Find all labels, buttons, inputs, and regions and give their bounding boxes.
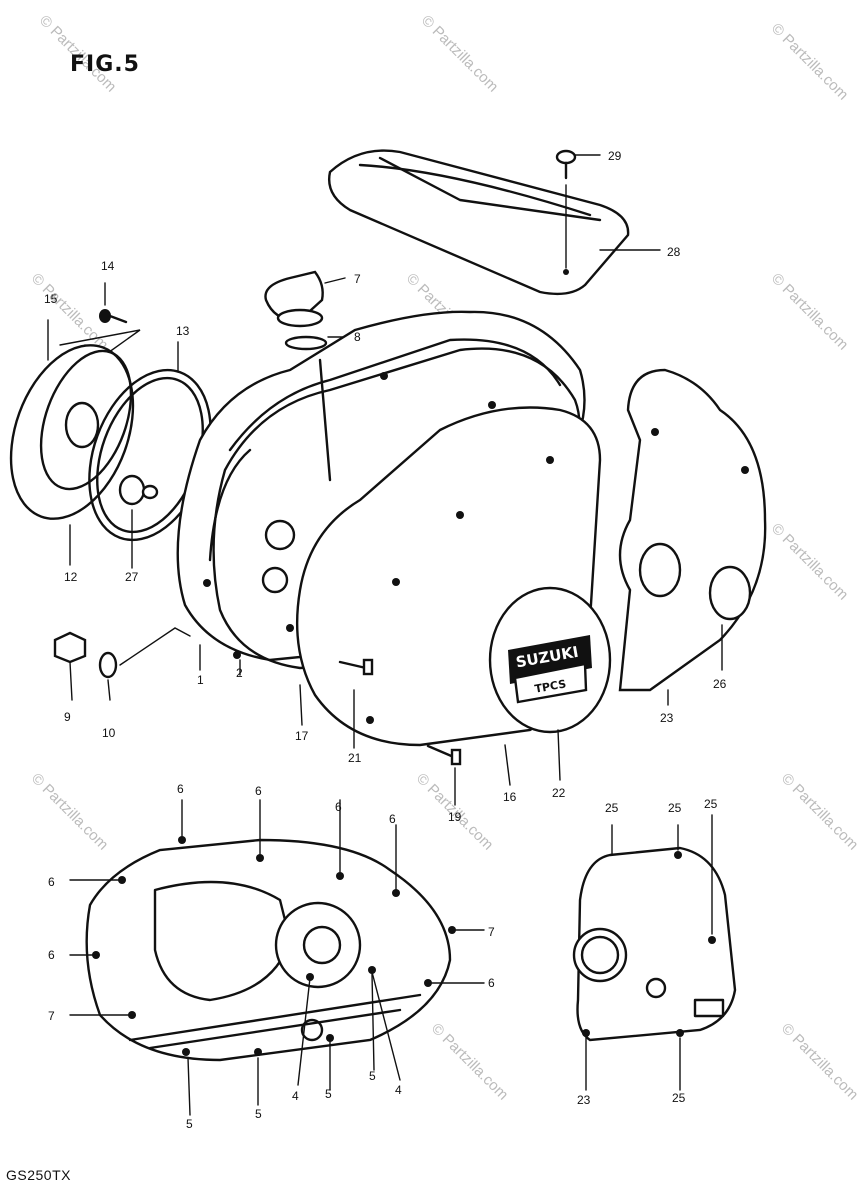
part-11-gasket [98, 627, 191, 701]
part-22-sprocket-cover [618, 368, 767, 706]
lower-clutch-cover [69, 799, 485, 1116]
callout-4: 4 [395, 1083, 402, 1097]
callout-5: 5 [186, 1117, 193, 1131]
callout-5: 5 [325, 1087, 332, 1101]
part-10-drain-plug [53, 631, 87, 701]
callout-24: 25 [672, 1091, 686, 1105]
callout-11: 10 [102, 726, 116, 740]
callout-8: 7 [354, 272, 361, 286]
part-29-damper [118, 474, 159, 569]
callout-10: 9 [64, 710, 71, 724]
callout-6: 6 [177, 782, 184, 796]
callout-25: 25 [605, 801, 619, 815]
lower-sprocket-cover [572, 814, 737, 1091]
callout-5: 5 [255, 1107, 262, 1121]
callout-28: 26 [713, 677, 727, 691]
part-28-cap [708, 565, 752, 671]
callout-6: 6 [335, 800, 342, 814]
model-code: GS250TX [6, 1167, 71, 1183]
part-27-screw [555, 149, 601, 180]
callout-2: 2 [236, 666, 243, 680]
callout-7: 7 [488, 925, 495, 939]
callout-20: 21 [348, 751, 362, 765]
part-15-generator-cover [9, 319, 135, 520]
part-14-bolt [99, 282, 128, 324]
callout-23: 23 [577, 1093, 591, 1107]
emblem-subtext: TPCS [534, 677, 568, 695]
callout-29: 27 [125, 570, 139, 584]
callout-5: 5 [369, 1069, 376, 1083]
callout-24: 25 [704, 797, 718, 811]
callout-1: 1 [197, 673, 204, 687]
part-26-cover [328, 149, 630, 296]
callout-6: 6 [389, 812, 396, 826]
callout-22: 23 [660, 711, 674, 725]
callout-17: 17 [295, 729, 309, 743]
callout-12: 12 [64, 570, 78, 584]
callout-labels: 14 15 13 7 8 29 28 12 27 9 10 1 2 17 21 … [44, 149, 727, 1131]
callout-13: 13 [176, 324, 190, 338]
callout-9: 8 [354, 330, 361, 344]
callout-4: 4 [292, 1089, 299, 1103]
callout-6: 6 [48, 875, 55, 889]
callout-27: 29 [608, 149, 622, 163]
part-20-bolt [338, 658, 374, 749]
callout-8: 7 [48, 1009, 55, 1023]
callout-19: 19 [448, 810, 462, 824]
callout-26: 28 [667, 245, 681, 259]
callout-15: 15 [44, 292, 58, 306]
callout-14: 14 [101, 259, 115, 273]
part-8-oil-cap [264, 270, 346, 328]
figure-title: FIG.5 [70, 52, 140, 77]
part-9-o-ring [284, 335, 328, 351]
callout-16: 16 [503, 790, 517, 804]
part-21-emblem: SUZUKI TPCS [488, 586, 612, 781]
part-19-bolt [426, 744, 462, 806]
callout-24: 25 [668, 801, 682, 815]
callout-6: 6 [255, 784, 262, 798]
callout-6: 6 [48, 948, 55, 962]
callout-21: 22 [552, 786, 566, 800]
callout-6: 6 [488, 976, 495, 990]
